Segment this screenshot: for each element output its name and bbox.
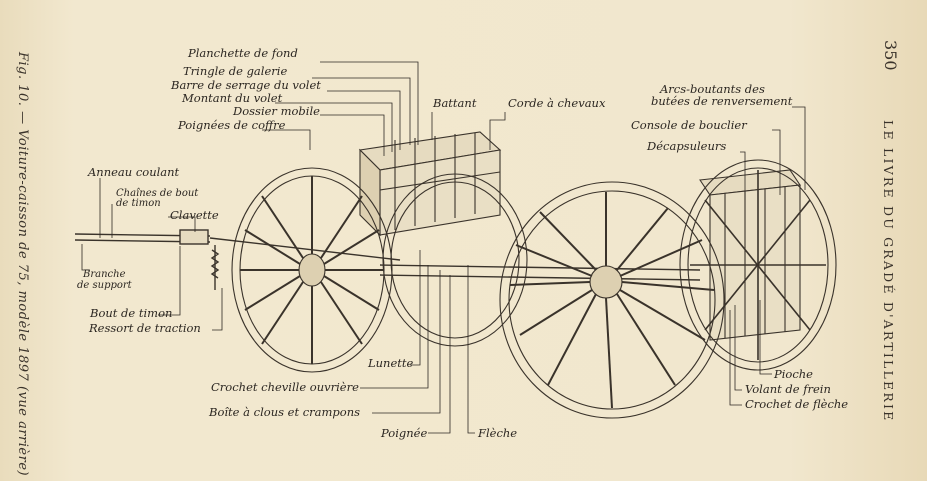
label-console-de-bouclier: Console de bouclier bbox=[631, 118, 747, 132]
label-arcs-boutants-1: Arcs-boutants des bbox=[660, 82, 765, 96]
page-number-text: 350 bbox=[881, 40, 900, 71]
label-chaines-1: Chaînes de bout bbox=[116, 188, 199, 199]
label-branche-1: Branche bbox=[83, 269, 126, 280]
label-fleche: Flèche bbox=[478, 426, 518, 440]
label-lunette: Lunette bbox=[368, 356, 414, 370]
figure-caption: Fig. 10. — Voiture-caisson de 75, modèle… bbox=[8, 52, 38, 476]
label-branche-2: de support bbox=[77, 280, 132, 291]
label-decapsuleurs: Décapsuleurs bbox=[647, 139, 727, 153]
ammunition-chest bbox=[358, 131, 502, 237]
label-volant-de-frein: Volant de frein bbox=[745, 382, 831, 396]
label-montant-du-volet: Montant du volet bbox=[182, 91, 283, 105]
label-pioche: Pioche bbox=[774, 367, 813, 381]
label-dossier-mobile: Dossier mobile bbox=[233, 104, 320, 118]
label-barre-de-serrage: Barre de serrage du volet bbox=[171, 78, 321, 92]
label-clavette: Clavette bbox=[170, 208, 219, 222]
label-battant: Battant bbox=[433, 96, 477, 110]
label-ressort-de-traction: Ressort de traction bbox=[89, 321, 201, 335]
label-crochet-de-fleche: Crochet de flèche bbox=[745, 397, 849, 411]
label-poignee: Poignée bbox=[381, 426, 428, 440]
label-arcs-boutants-2: butées de renversement bbox=[651, 94, 793, 108]
figure-caption-text: Fig. 10. — Voiture-caisson de 75, modèle… bbox=[15, 52, 30, 477]
front-right-wheel bbox=[382, 173, 528, 347]
label-planchette-de-fond: Planchette de fond bbox=[188, 46, 298, 60]
leader-lines bbox=[81, 61, 806, 434]
rear-left-wheel bbox=[499, 181, 725, 419]
label-corde-a-chevaux: Corde à chevaux bbox=[508, 96, 606, 110]
label-crochet-cheville: Crochet cheville ouvrière bbox=[211, 380, 359, 394]
label-boite-a-clous: Boîte à clous et crampons bbox=[209, 405, 361, 419]
label-bout-de-timon: Bout de timon bbox=[90, 306, 173, 320]
label-chaines-2: de timon bbox=[116, 198, 161, 209]
label-anneau-coulant: Anneau coulant bbox=[88, 165, 180, 179]
running-head-text: LE LIVRE DU GRADÉ D'ARTILLERIE bbox=[881, 120, 896, 423]
label-poignees-de-coffre: Poignées de coffre bbox=[178, 118, 286, 132]
pole-and-axle bbox=[74, 229, 701, 290]
rear-right-wheel bbox=[679, 159, 837, 371]
label-tringle-de-galerie: Tringle de galerie bbox=[183, 64, 288, 78]
